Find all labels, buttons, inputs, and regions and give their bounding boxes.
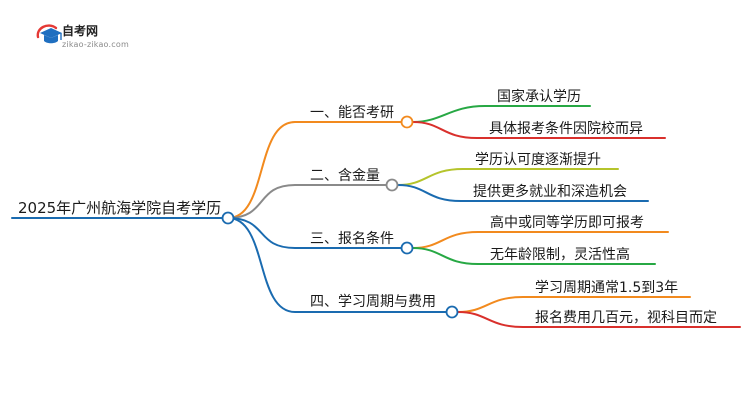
leaf-1-1-connector <box>412 105 591 123</box>
branch-1-node[interactable] <box>400 115 414 129</box>
root-topic-label: 2025年广州航海学院自考学历 <box>18 199 222 217</box>
graduation-cap-icon <box>36 24 62 44</box>
root-node[interactable] <box>221 211 235 225</box>
branch-4-node[interactable] <box>445 305 459 319</box>
leaf-2-2-label: 提供更多就业和深造机会 <box>473 184 627 200</box>
leaf-2-1-label: 学历认可度逐渐提升 <box>475 152 601 168</box>
branch-4-connector <box>227 217 447 313</box>
branch-1-connector <box>227 121 402 219</box>
site-logo[interactable] <box>34 20 154 50</box>
logo-url: zikao-zikao.com <box>62 40 129 49</box>
branch-3-label: 三、报名条件 <box>310 231 394 247</box>
branch-4-label: 四、学习周期与费用 <box>310 294 436 310</box>
branch-2-node[interactable] <box>385 178 399 192</box>
leaf-2-1-connector <box>397 168 619 186</box>
branch-2-connector <box>227 184 387 219</box>
leaf-4-1-connector <box>457 296 691 313</box>
leaf-3-2-label: 无年龄限制，灵活性高 <box>490 247 630 263</box>
leaf-4-2-connector <box>457 311 741 328</box>
leaf-3-1-label: 高中或同等学历即可报考 <box>490 215 644 231</box>
leaf-1-1-label: 国家承认学历 <box>497 89 581 105</box>
logo-title: 自考网 <box>62 24 99 38</box>
branch-3-connector <box>227 217 402 249</box>
leaf-4-1-label: 学习周期通常1.5到3年 <box>535 280 679 296</box>
leaf-1-2-connector <box>412 121 666 139</box>
branch-1-label: 一、能否考研 <box>310 105 394 121</box>
leaf-2-2-connector <box>397 184 649 202</box>
leaf-3-1-connector <box>412 231 669 249</box>
branch-2-label: 二、含金量 <box>310 168 380 184</box>
leaf-4-2-label: 报名费用几百元，视科目而定 <box>535 310 717 326</box>
leaf-3-2-connector <box>412 247 656 265</box>
branch-3-node[interactable] <box>400 241 414 255</box>
leaf-1-2-label: 具体报考条件因院校而异 <box>489 121 643 137</box>
